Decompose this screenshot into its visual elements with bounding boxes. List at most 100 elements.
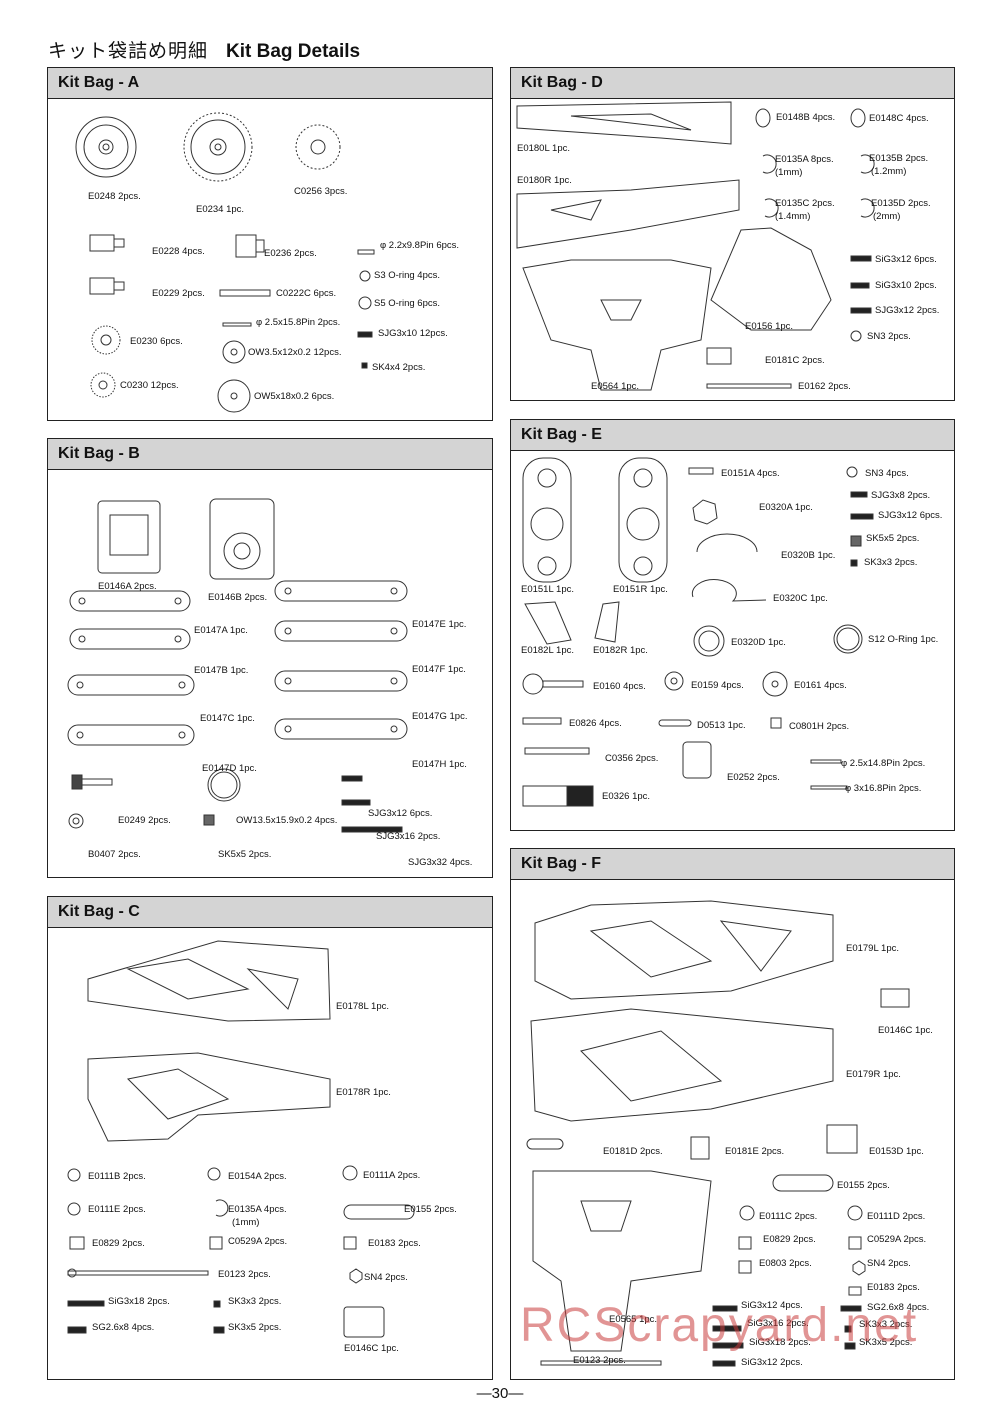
part-label: E0147A 1pc. [194, 625, 248, 636]
part-label: E0178R 1pc. [336, 1087, 391, 1098]
part-label: E0148C 4pcs. [869, 113, 929, 124]
part-label: E0111C 2pcs. [759, 1211, 818, 1222]
part-label: E0180R 1pc. [517, 175, 572, 186]
part-label: E0111D 2pcs. [867, 1211, 926, 1222]
part-label: SJG3x10 12pcs. [378, 328, 448, 339]
part-label: E0178L 1pc. [336, 1001, 389, 1012]
part-label: E0151R 1pc. [613, 584, 668, 595]
part-label: φ 2.2x9.8Pin 6pcs. [380, 240, 460, 251]
part-label: E0236 2pcs. [264, 248, 317, 259]
kit-bag-f-panel: Kit Bag - F E0179L 1pc. E0146C 1pc. E017… [510, 848, 955, 1380]
part-label: E0179R 1pc. [846, 1069, 901, 1080]
part-label: E0151A 4pcs. [721, 468, 780, 479]
part-label: E0564 1pc. [591, 381, 640, 392]
part-label: D0513 1pc. [697, 720, 746, 731]
part-label: E0146C 1pc. [878, 1025, 933, 1036]
part-label: SiG3x18 2pcs. [749, 1337, 811, 1348]
part-label: E0829 2pcs. [763, 1234, 816, 1245]
part-label: E0183 2pcs. [867, 1282, 920, 1293]
part-label: E0161 4pcs. [794, 680, 847, 691]
part-label: C0222C 6pcs. [276, 288, 337, 299]
part-label: E0147B 1pc. [194, 665, 249, 676]
part-label: E0111E 2pcs. [88, 1204, 146, 1215]
part-label: SK3x3 2pcs. [864, 557, 918, 568]
kit-bag-b-panel: Kit Bag - B E0146A 2pcs. E0146B 2pcs. E0… [47, 438, 493, 878]
part-label: SK5x5 2pcs. [866, 533, 920, 544]
kit-bag-c-parts-illustration [67, 940, 415, 1338]
part-label: E0230 6pcs. [130, 336, 183, 347]
part-label: SJG3x8 2pcs. [871, 490, 931, 501]
part-label: SiG3x12 2pcs. [741, 1357, 803, 1368]
part-label: E0320B 1pc. [781, 550, 836, 561]
part-label: φ 2.5x14.8Pin 2pcs. [841, 758, 926, 769]
watermark: RCScrapyard.net [520, 1299, 919, 1352]
kit-bag-c-panel: Kit Bag - C E0178L 1pc. E0178R 1pc. E011… [47, 896, 493, 1380]
part-label: OW3.5x12x0.2 12pcs. [248, 347, 342, 358]
part-label: (1.4mm) [775, 211, 811, 222]
part-label: E0182R 1pc. [593, 645, 648, 656]
part-label: SiG3x12 6pcs. [875, 254, 937, 265]
part-label: E0826 4pcs. [569, 718, 622, 729]
part-label: (2mm) [873, 211, 901, 222]
kit-bag-c-title: Kit Bag - C [48, 897, 492, 928]
part-label: C0529A 2pcs. [228, 1236, 288, 1247]
part-label: C0230 12pcs. [120, 380, 179, 391]
page-number: —30— [476, 1385, 524, 1402]
part-label: φ 3x16.8Pin 2pcs. [845, 783, 922, 794]
part-label: S12 O-Ring 1pc. [868, 634, 939, 645]
part-label: (1mm) [775, 167, 803, 178]
page-title-jp: キット袋詰め明細 [48, 41, 209, 62]
part-label: E0155 2pcs. [404, 1204, 457, 1215]
part-label: SK3x3 2pcs. [228, 1296, 282, 1307]
part-label: E0183 2pcs. [368, 1238, 421, 1249]
kit-bag-a-panel: Kit Bag - A E0248 2pcs. E0234 1pc. C0256… [47, 67, 493, 421]
part-label: E0135D 2pcs. [871, 198, 931, 209]
kit-bag-f-title: Kit Bag - F [511, 849, 954, 880]
part-label: E0153D 1pc. [869, 1146, 924, 1157]
part-label: E0135C 2pcs. [775, 198, 835, 209]
part-label: SiG3x16 2pcs. [747, 1318, 809, 1329]
part-label: (1mm) [232, 1217, 260, 1228]
part-label: E0147H 1pc. [412, 759, 467, 770]
part-label: E0565 1pc. [609, 1314, 658, 1325]
part-label: SN3 2pcs. [867, 331, 911, 342]
part-label: SN4 2pcs. [867, 1258, 911, 1269]
part-label: E0135A 4pcs. [228, 1204, 287, 1215]
part-label: SJG3x12 6pcs. [368, 808, 433, 819]
part-label: E0154A 2pcs. [228, 1171, 287, 1182]
part-label: E0249 2pcs. [118, 815, 171, 826]
part-label: E0155 2pcs. [837, 1180, 890, 1191]
part-label: E0146A 2pcs. [98, 581, 157, 592]
part-label: SiG3x12 4pcs. [741, 1300, 803, 1311]
part-label: φ 2.5x15.8Pin 2pcs. [256, 317, 341, 328]
kit-bag-d-parts-illustration [516, 101, 875, 391]
part-label: SK3x5 2pcs. [228, 1322, 282, 1333]
kit-bag-f-parts-illustration [526, 900, 910, 1367]
part-label: E0326 1pc. [602, 791, 651, 802]
part-label: E0180L 1pc. [517, 143, 570, 154]
part-label: E0160 4pcs. [593, 681, 646, 692]
part-label: E0320D 1pc. [731, 637, 786, 648]
kit-bag-e-panel: Kit Bag - E E0151A 4pcs. SN3 4pcs. SJG3x… [510, 419, 955, 831]
part-label: E0147F 1pc. [412, 664, 466, 675]
part-label: E0159 4pcs. [691, 680, 744, 691]
part-label: E0320C 1pc. [773, 593, 828, 604]
part-label: SJG3x12 6pcs. [878, 510, 943, 521]
part-label: SG2.6x8 4pcs. [92, 1322, 155, 1333]
part-label: E0123 2pcs. [218, 1269, 271, 1280]
part-label: E0182L 1pc. [521, 645, 574, 656]
part-label: E0320A 1pc. [759, 502, 813, 513]
part-label: C0801H 2pcs. [789, 721, 850, 732]
part-label: SK5x5 2pcs. [218, 849, 272, 860]
part-label: (1.2mm) [871, 166, 907, 177]
part-label: SJG3x12 2pcs. [875, 305, 940, 316]
kit-bag-b-title: Kit Bag - B [48, 439, 492, 470]
kit-bag-d-title: Kit Bag - D [511, 68, 954, 99]
part-label: C0256 3pcs. [294, 186, 348, 197]
part-label: E0135A 8pcs. [775, 154, 834, 165]
part-label: E0234 1pc. [196, 204, 245, 215]
part-label: SG2.6x8 4pcs. [867, 1302, 930, 1313]
part-label: SJG3x32 4pcs. [408, 857, 473, 868]
part-label: E0829 2pcs. [92, 1238, 145, 1249]
